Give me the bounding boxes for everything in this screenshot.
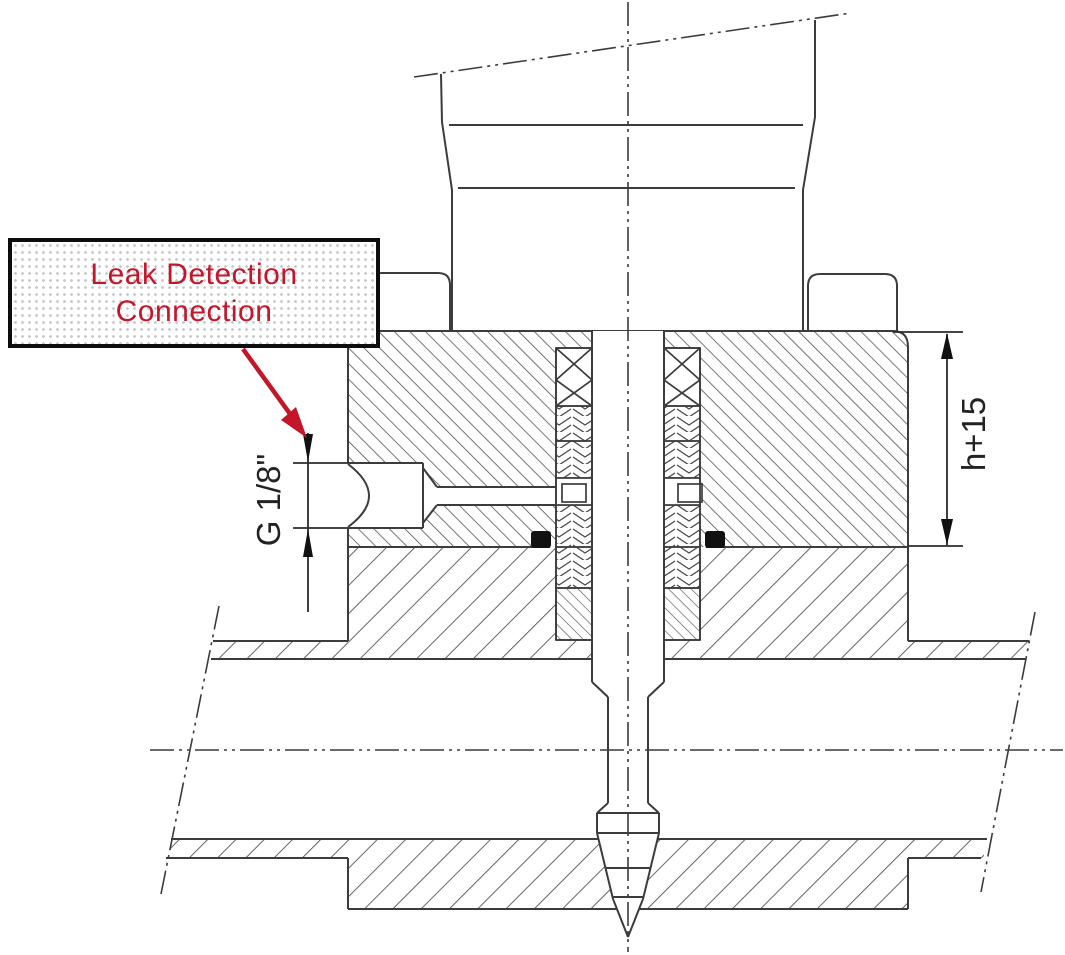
o-rings [531,531,725,548]
o-ring-left [531,531,551,548]
callout-text-line1: Leak Detection [90,258,298,291]
leak-port-channel [347,462,556,529]
pipe-break-right [980,611,1036,893]
gland-height-label: h+15 [955,396,992,472]
actuator-outline [440,20,816,331]
leak-detection-callout: Leak Detection Connection [8,238,380,348]
bonnet-clips [369,272,898,331]
dimension-h15 [893,331,963,547]
callout-text-line2: Connection [115,295,273,328]
dimension-g18 [293,433,348,612]
right-clip [807,273,898,331]
actuator-break-line [413,12,852,78]
centerlines [150,2,1063,952]
o-ring-right [705,531,725,548]
packing-junk-rings [555,587,701,641]
leader-arrow [241,347,307,438]
lantern-ring [555,477,703,506]
left-clip [369,272,451,331]
port-size-label: G 1/8" [250,453,287,547]
pipe-break-left [160,605,220,895]
leader-arrowhead-icon [281,407,307,438]
